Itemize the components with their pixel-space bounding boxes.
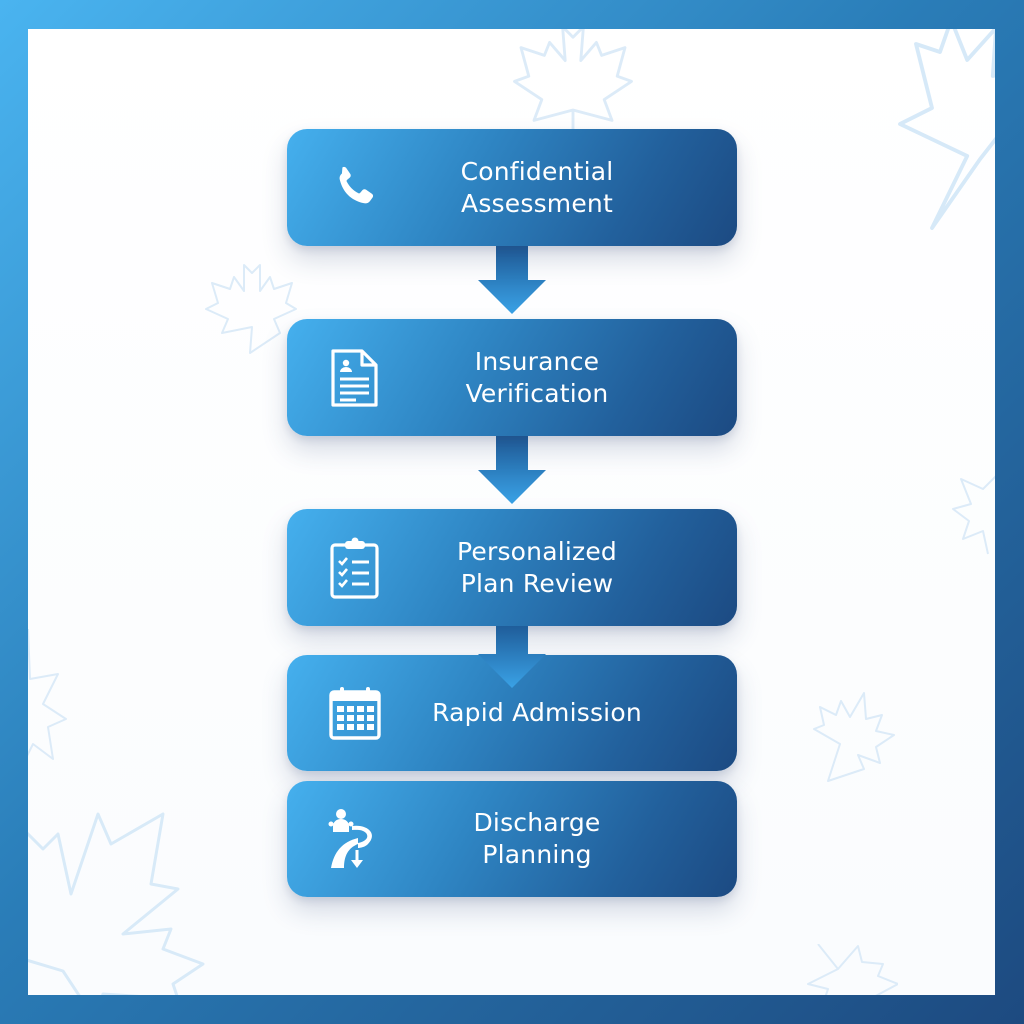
maple-leaf-icon: [28, 799, 223, 995]
calendar-icon: [325, 683, 385, 743]
step-label: Discharge Planning: [397, 781, 677, 897]
step-label-line2: Plan Review: [460, 568, 614, 598]
phone-icon: [325, 158, 385, 218]
step-label-line1: Confidential: [460, 156, 614, 186]
step-card-confidential-assessment[interactable]: Confidential Assessment: [287, 129, 737, 246]
step-card-insurance-verification[interactable]: Insurance Verification: [287, 319, 737, 436]
step-label-line2: Verification: [465, 378, 609, 408]
step-card-discharge-planning[interactable]: Discharge Planning: [287, 781, 737, 897]
step-label-line1: Rapid Admission: [432, 698, 642, 727]
maple-leaf-icon: [200, 257, 300, 357]
arrow-down-connector-1: [477, 246, 547, 316]
clipboard-checklist-icon: [325, 537, 385, 599]
step-label-line1: Insurance: [474, 346, 600, 376]
step-label: Personalized Plan Review: [397, 509, 677, 626]
arrow-down-connector-3: [477, 626, 547, 696]
maple-leaf-icon: [868, 29, 995, 239]
step-label: Confidential Assessment: [397, 129, 677, 246]
step-card-personalized-plan-review[interactable]: Personalized Plan Review: [287, 509, 737, 626]
person-path-icon: [325, 809, 385, 869]
maple-leaf-icon: [798, 944, 898, 995]
step-label-line1: Discharge: [473, 808, 601, 837]
maple-leaf-icon: [806, 689, 896, 789]
document-icon: [325, 348, 385, 408]
step-label-line2: Assessment: [461, 188, 613, 218]
step-label: Rapid Admission: [377, 655, 697, 771]
step-label-line1: Personalized: [457, 536, 617, 566]
arrow-down-connector-2: [477, 436, 547, 506]
diagram-canvas: Confidential Assessment Insurance Verifi…: [28, 29, 995, 995]
maple-leaf-icon: [28, 619, 98, 769]
step-label: Insurance Verification: [397, 319, 677, 436]
step-label-line2: Planning: [482, 840, 592, 869]
maple-leaf-icon: [943, 459, 995, 569]
